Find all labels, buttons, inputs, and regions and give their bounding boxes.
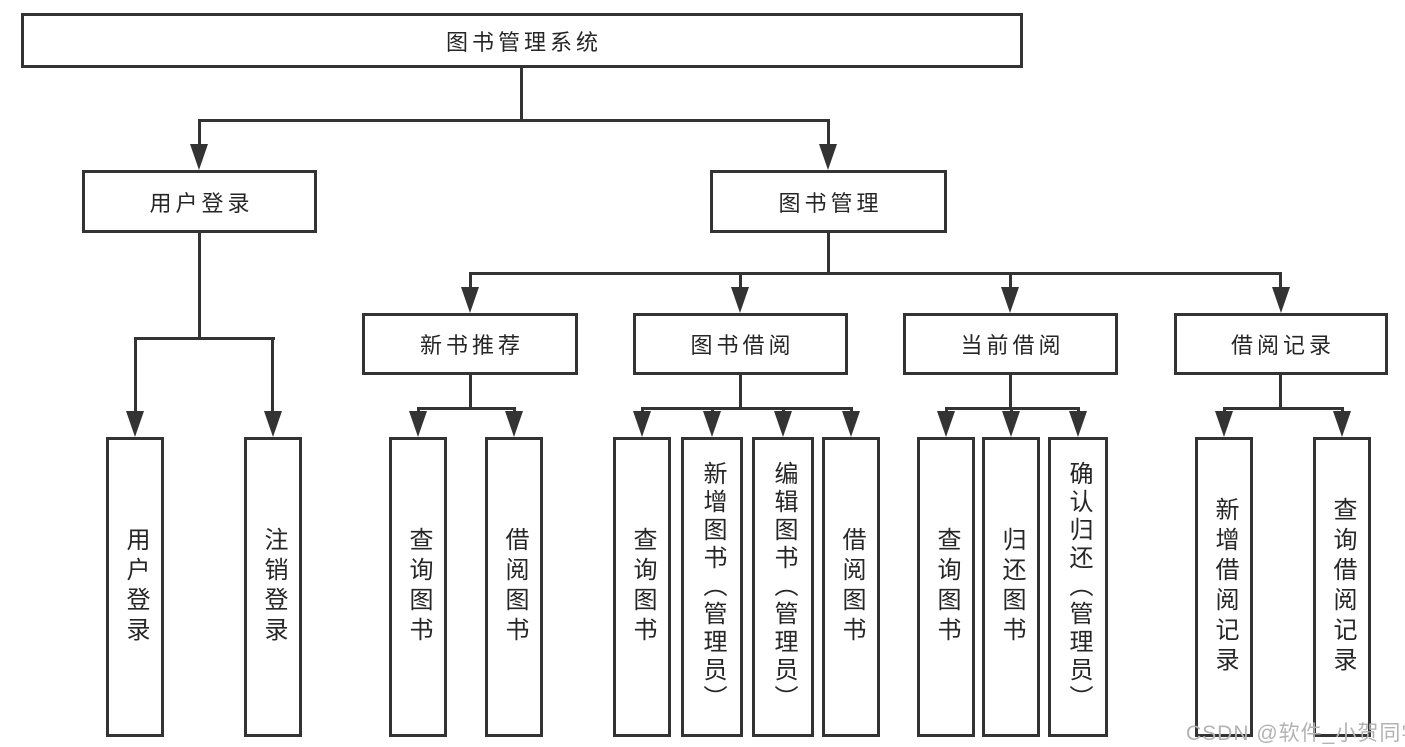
connector-to-leaf-logout — [271, 337, 274, 415]
connector-book-management-drop — [827, 233, 830, 275]
leaf-add-borrow-record: 新增借阅记录 — [1195, 437, 1253, 737]
node-new-book-recommend-label: 新书推荐 — [419, 333, 524, 358]
arrowhead-leaf-query-record — [1333, 411, 1351, 437]
leaf-return-book: 归还图书 — [982, 437, 1040, 737]
arrowhead-leaf-return-book — [1002, 411, 1020, 437]
leaf-add-book-admin: 新增图书（管理员） — [681, 437, 743, 737]
connector-to-user-login — [198, 119, 201, 149]
node-book-borrow-label: 图书借阅 — [690, 333, 795, 358]
leaf-logout-label: 注销登录 — [260, 527, 287, 647]
connector-borrow-records-rail — [1223, 407, 1344, 410]
arrowhead-leaf-borrow-books — [842, 411, 860, 437]
leaf-confirm-return-admin-label: 确认归还（管理员） — [1065, 461, 1092, 713]
leaf-add-borrow-record-label: 新增借阅记录 — [1211, 497, 1238, 677]
arrowhead-book-management — [819, 144, 837, 170]
connector-root-drop — [520, 68, 523, 119]
node-current-borrow-label: 当前借阅 — [960, 333, 1065, 358]
connector-current-borrow-drop — [1009, 375, 1012, 408]
connector-new-book-recommend-rail — [417, 407, 516, 410]
node-book-borrow: 图书借阅 — [633, 313, 848, 375]
arrowhead-leaf-query-borrow — [633, 411, 651, 437]
connector-user-login-rail — [134, 337, 275, 340]
arrowhead-leaf-user-login — [126, 411, 144, 437]
leaf-query-borrow-record: 查询借阅记录 — [1313, 437, 1371, 737]
arrowhead-leaf-logout — [264, 411, 282, 437]
leaf-query-borrow-record-label: 查询借阅记录 — [1329, 497, 1356, 677]
leaf-query-books-recommend: 查询图书 — [389, 437, 447, 737]
connector-borrow-records-drop — [1279, 375, 1282, 408]
leaf-borrow-books-recommend-label: 借阅图书 — [501, 527, 528, 647]
node-book-management-label: 图书管理 — [778, 190, 883, 216]
connector-book-borrow-rail — [641, 407, 853, 410]
leaf-return-book-label: 归还图书 — [998, 527, 1025, 647]
node-root-label: 图书管理系统 — [445, 29, 602, 55]
leaf-add-book-admin-label: 新增图书（管理员） — [699, 461, 726, 713]
connector-to-book-borrow — [739, 272, 742, 292]
arrowhead-leaf-borrow-recommend — [505, 411, 523, 437]
connector-user-login-drop — [198, 233, 201, 337]
leaf-borrow-books-recommend: 借阅图书 — [485, 437, 543, 737]
arrowhead-leaf-query-current — [937, 411, 955, 437]
arrowhead-new-book-recommend — [461, 287, 479, 313]
arrowhead-leaf-add-book — [703, 411, 721, 437]
arrowhead-current-borrow — [1001, 287, 1019, 313]
arrowhead-leaf-query-recommend — [409, 411, 427, 437]
leaf-borrow-books-label: 借阅图书 — [838, 527, 865, 647]
node-current-borrow: 当前借阅 — [903, 313, 1118, 375]
leaf-user-login: 用户登录 — [106, 437, 164, 737]
connector-to-book-management — [827, 119, 830, 149]
leaf-logout: 注销登录 — [244, 437, 302, 737]
leaf-query-books-current-label: 查询图书 — [933, 527, 960, 647]
connector-new-book-recommend-drop — [469, 375, 472, 408]
arrowhead-borrow-records — [1272, 287, 1290, 313]
csdn-watermark: CSDN @软件_小贺同学 — [1186, 722, 1405, 745]
connector-to-new-book-recommend — [469, 272, 472, 292]
leaf-user-login-label: 用户登录 — [122, 527, 149, 647]
connector-level2-rail — [198, 119, 830, 122]
node-user-login: 用户登录 — [82, 170, 317, 233]
leaf-borrow-books: 借阅图书 — [822, 437, 880, 737]
node-new-book-recommend: 新书推荐 — [362, 313, 578, 375]
node-root: 图书管理系统 — [21, 13, 1023, 68]
arrowhead-book-borrow — [731, 287, 749, 313]
node-borrow-records-label: 借阅记录 — [1230, 333, 1335, 358]
leaf-edit-book-admin-label: 编辑图书（管理员） — [770, 461, 797, 713]
arrowhead-user-login — [190, 144, 208, 170]
leaf-confirm-return-admin: 确认归还（管理员） — [1048, 437, 1108, 737]
connector-level3-rail — [469, 272, 1282, 275]
connector-to-leaf-user-login — [134, 337, 137, 415]
node-user-login-label: 用户登录 — [149, 190, 254, 216]
connector-book-borrow-drop — [739, 375, 742, 408]
connector-to-current-borrow — [1009, 272, 1012, 292]
arrowhead-leaf-edit-book — [774, 411, 792, 437]
leaf-edit-book-admin: 编辑图书（管理员） — [752, 437, 814, 737]
leaf-query-books-borrow: 查询图书 — [613, 437, 671, 737]
leaf-query-books-current: 查询图书 — [917, 437, 975, 737]
arrowhead-leaf-confirm-return — [1069, 411, 1087, 437]
node-book-management: 图书管理 — [710, 170, 947, 233]
leaf-query-books-recommend-label: 查询图书 — [405, 527, 432, 647]
leaf-query-books-borrow-label: 查询图书 — [629, 527, 656, 647]
arrowhead-leaf-add-record — [1215, 411, 1233, 437]
node-borrow-records: 借阅记录 — [1174, 313, 1388, 375]
connector-to-borrow-records — [1279, 272, 1282, 292]
